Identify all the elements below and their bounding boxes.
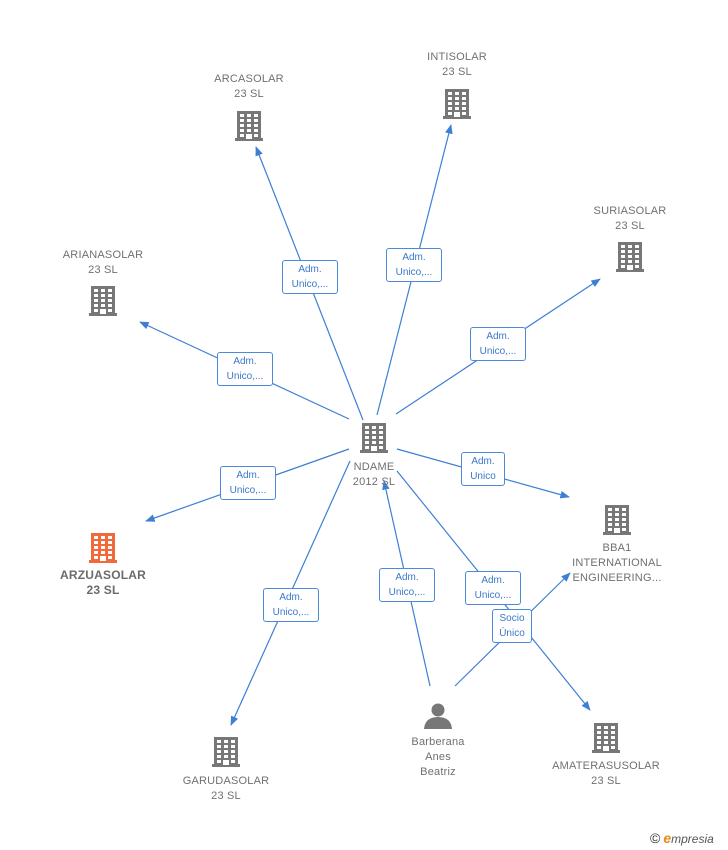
edge-label-line: Unico,... (388, 587, 426, 598)
edge-label-line: Adm. (233, 356, 257, 367)
edge-label-line: Único (499, 628, 525, 639)
building-icon[interactable] (235, 111, 263, 141)
edge-label-line: Unico,... (272, 607, 310, 618)
edge-label-line: Adm. (486, 331, 510, 342)
node-label-line: ARCASOLAR (214, 73, 284, 85)
edge-label-line: Adm. (298, 264, 322, 275)
edge-label-line: Adm. (402, 252, 426, 263)
edge-label-line: Unico,... (474, 590, 512, 601)
node-label-line: NDAME (353, 461, 395, 473)
edge-label-ndame-to-arianasolar[interactable]: Adm. Unico,... (217, 352, 273, 386)
building-icon[interactable] (89, 286, 117, 316)
node-label-line: ENGINEERING... (572, 572, 662, 584)
node-label-line: ARIANASOLAR (62, 249, 144, 261)
edge-label-line: Adm. (471, 456, 495, 467)
node-label-line: 23 SL (234, 88, 264, 100)
node-label-garudasolar[interactable]: GARUDASOLAR 23 SL (151, 774, 301, 804)
building-icon[interactable] (592, 723, 620, 753)
person-icon[interactable] (424, 703, 452, 730)
edge-label-line: Unico,... (291, 279, 329, 290)
edge-label-line: Unico (470, 471, 496, 482)
edge-label-barberana-to-ndame[interactable]: Adm. Unico,... (379, 568, 435, 602)
copyright-icon: © (650, 830, 661, 846)
node-label-line: ARZUASOLAR (60, 568, 146, 582)
edge-label-ndame-to-suriasolar[interactable]: Adm. Unico,... (470, 327, 526, 361)
node-label-line: 2012 SL (352, 476, 396, 488)
building-icon[interactable] (212, 737, 240, 767)
node-label-line: 23 SL (86, 583, 120, 597)
edge-label-line: Unico,... (479, 346, 517, 357)
node-label-intisolar[interactable]: INTISOLAR 23 SL (382, 50, 532, 80)
edge-label-line: Adm. (279, 592, 303, 603)
edge-label-ndame-to-garudasolar[interactable]: Adm. Unico,... (263, 588, 319, 622)
nodes (89, 89, 644, 767)
building-icon[interactable] (443, 89, 471, 119)
node-label-line: Anes (425, 751, 451, 763)
node-label-line: Barberana (411, 736, 465, 748)
node-label-line: 23 SL (442, 66, 472, 78)
edge-label-ndame-to-bba1[interactable]: Adm. Unico (461, 452, 505, 486)
edge-label-line: Adm. (481, 575, 505, 586)
edge-label-line: Adm. (395, 572, 419, 583)
empresia-logo-text: mpresia (671, 832, 714, 846)
node-label-amaterasusolar[interactable]: AMATERASUSOLAR 23 SL (531, 759, 681, 789)
node-label-line: 23 SL (88, 264, 118, 276)
node-label-line: 23 SL (591, 775, 621, 787)
node-label-line: INTERNATIONAL (572, 557, 662, 569)
edge-label-ndame-to-amaterasusolar[interactable]: Adm. Unico,... (465, 571, 521, 605)
node-label-line: AMATERASUSOLAR (552, 760, 660, 772)
empresia-logo-letter: e (663, 830, 672, 846)
node-label-line: INTISOLAR (427, 51, 487, 63)
building-icon[interactable] (89, 533, 117, 563)
edge-label-line: Unico,... (395, 267, 433, 278)
edge-label-ndame-to-arcasolar[interactable]: Adm. Unico,... (282, 260, 338, 294)
building-icon[interactable] (360, 423, 388, 453)
node-label-line: GARUDASOLAR (182, 775, 270, 787)
edge-label-ndame-to-arzuasolar[interactable]: Adm. Unico,... (220, 466, 276, 500)
node-label-line: Beatriz (420, 766, 456, 778)
node-label-line: 23 SL (615, 220, 645, 232)
node-label-line: SURIASOLAR (593, 205, 667, 217)
edge-label-line: Adm. (236, 470, 260, 481)
node-label-line: 23 SL (211, 790, 241, 802)
node-label-suriasolar[interactable]: SURIASOLAR 23 SL (555, 204, 705, 234)
node-label-line: BBA1 (602, 542, 632, 554)
edge-label-line: Unico,... (229, 485, 267, 496)
building-icon[interactable] (616, 242, 644, 272)
node-label-arianasolar[interactable]: ARIANASOLAR 23 SL (28, 248, 178, 278)
building-icon[interactable] (603, 505, 631, 535)
node-label-ndame[interactable]: NDAME 2012 SL (299, 460, 449, 490)
edge-label-ndame-to-intisolar[interactable]: Adm. Unico,... (386, 248, 442, 282)
edge-label-line: Socio (499, 613, 525, 624)
node-label-arcasolar[interactable]: ARCASOLAR 23 SL (174, 72, 324, 102)
empresia-brand[interactable]: ©empresia (650, 830, 714, 846)
edge-label-line: Unico,... (226, 371, 264, 382)
